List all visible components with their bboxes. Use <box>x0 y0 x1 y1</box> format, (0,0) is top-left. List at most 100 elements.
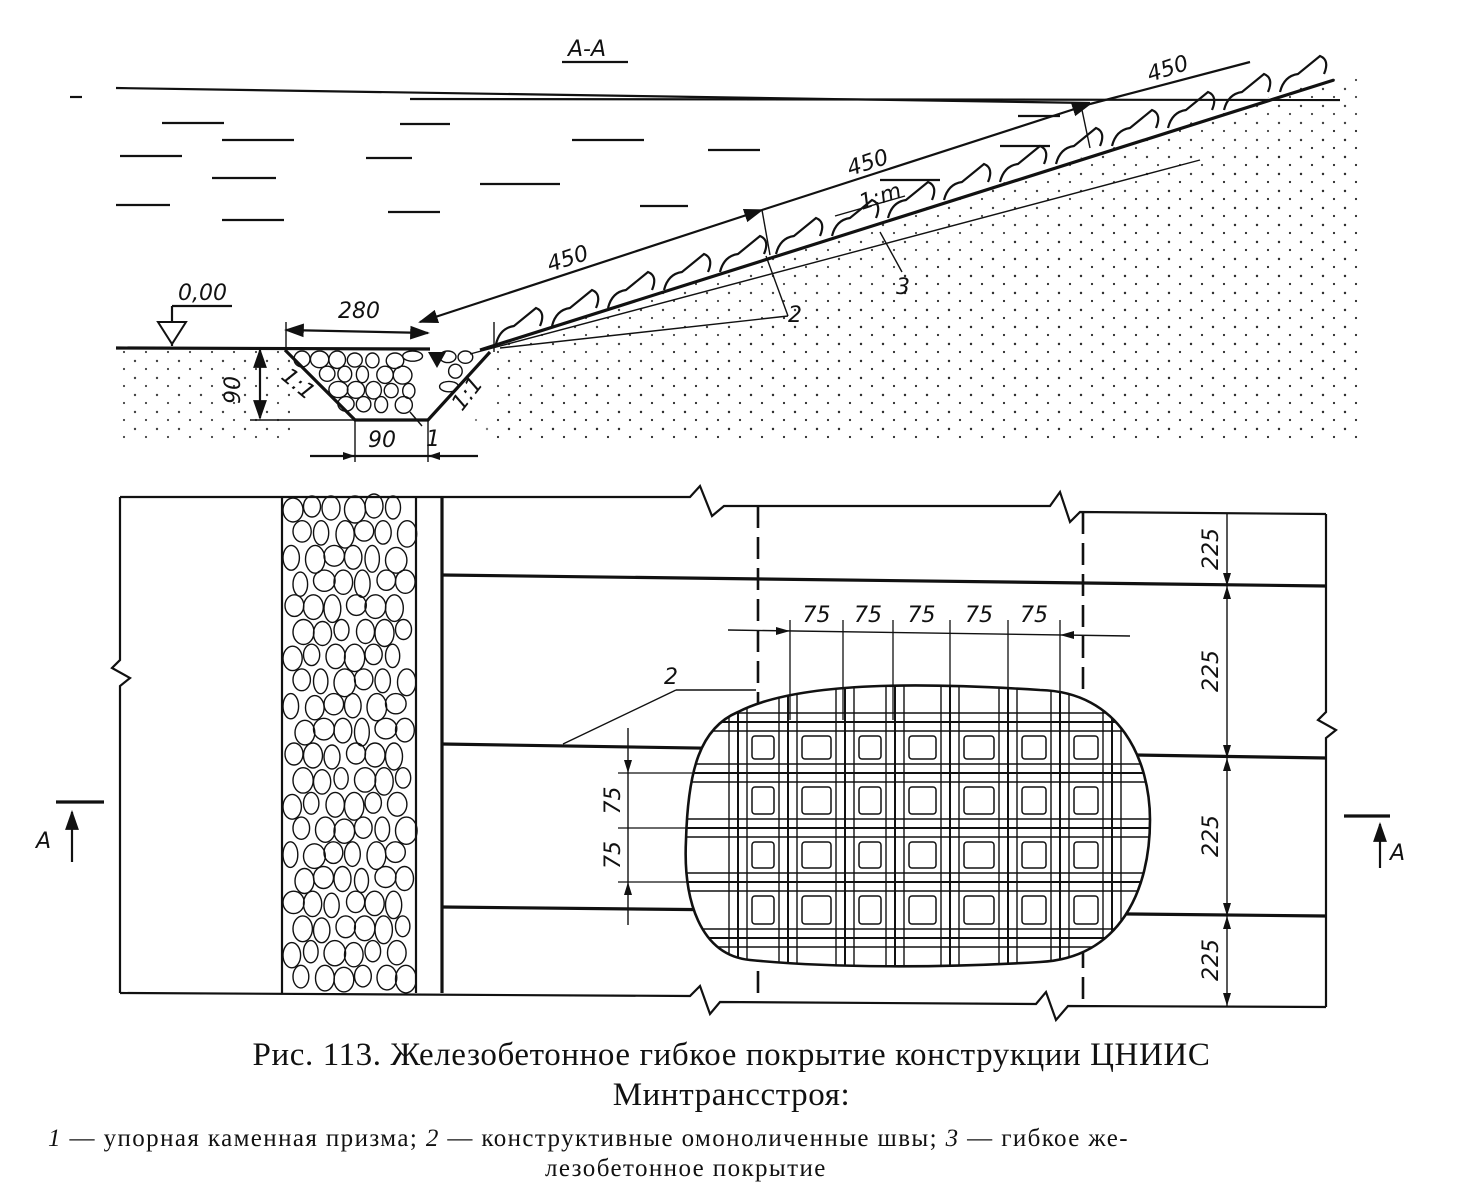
stone <box>343 495 367 524</box>
caption-title-2: Минтрансстроя: <box>612 1077 851 1113</box>
stone <box>333 618 350 642</box>
stone <box>355 365 370 384</box>
reinforcement-grid-lines <box>685 685 1150 967</box>
stone <box>353 520 375 542</box>
revetment-slab <box>1166 90 1216 129</box>
slab-joint-1 <box>441 573 1327 588</box>
stone <box>343 692 362 719</box>
stone <box>325 791 346 818</box>
callout-2: 2 <box>788 303 802 328</box>
stone <box>374 395 389 414</box>
stone <box>302 594 324 621</box>
callout-1: 1 <box>426 427 440 452</box>
stone <box>312 917 331 944</box>
stone <box>282 941 302 969</box>
stone <box>345 742 367 765</box>
stone <box>323 744 341 770</box>
stone <box>312 569 336 593</box>
stone <box>384 495 402 520</box>
stone <box>333 668 357 698</box>
stone <box>343 941 364 968</box>
stone <box>374 618 395 648</box>
plan-bottom-break <box>119 983 1327 1023</box>
stone-strip-stones <box>282 493 418 994</box>
stone <box>292 520 312 543</box>
stone <box>335 915 357 939</box>
stone <box>353 867 370 894</box>
stone <box>374 767 394 796</box>
stone <box>325 643 346 670</box>
stone <box>321 495 341 521</box>
stone <box>314 964 335 992</box>
grid-dim-left: 75 <box>601 841 626 869</box>
revetment-slab <box>1278 54 1328 93</box>
stone <box>302 890 323 918</box>
stone <box>312 717 335 741</box>
stone <box>302 495 322 518</box>
stone <box>284 594 305 618</box>
dim-280-line <box>284 323 430 340</box>
stone <box>282 890 305 915</box>
stone <box>394 865 415 892</box>
stone <box>396 668 417 697</box>
stone-prism-stones <box>293 350 474 415</box>
stone <box>374 668 392 694</box>
stone <box>333 717 353 744</box>
stone <box>385 352 405 370</box>
stone <box>284 742 304 766</box>
stone <box>353 964 372 988</box>
stone <box>328 350 347 370</box>
stone <box>365 380 383 400</box>
stone <box>323 544 346 567</box>
revetment-slab <box>1110 108 1160 147</box>
stone <box>333 767 349 790</box>
stone <box>384 692 407 715</box>
section-mark-left: А <box>34 829 51 854</box>
stone <box>346 352 363 368</box>
stone <box>346 380 366 399</box>
grid-dim-top: 75 <box>854 603 882 628</box>
grid-dim-top: 75 <box>965 603 993 628</box>
right-dim-225: 225 <box>1199 528 1224 570</box>
stone <box>302 939 319 964</box>
dim-90-depth: 90 <box>221 376 246 404</box>
stone <box>366 841 387 871</box>
stone <box>333 818 356 845</box>
dim-280: 280 <box>338 299 380 324</box>
stone <box>384 890 403 920</box>
stone <box>353 816 373 840</box>
stone <box>384 742 404 771</box>
stone <box>353 915 376 942</box>
caption-legend-2: лезобетонное покрытие <box>545 1155 827 1182</box>
dim-450-a: 450 <box>544 241 592 278</box>
dim-90-base: 90 <box>368 428 396 453</box>
revetment-slab <box>942 162 992 201</box>
stone <box>447 363 463 379</box>
stone <box>312 865 335 890</box>
stone <box>402 350 424 362</box>
stone <box>292 668 312 692</box>
stone <box>337 395 355 412</box>
stone <box>333 865 352 893</box>
stone <box>365 352 380 369</box>
stone <box>364 939 382 963</box>
stone <box>312 668 329 695</box>
dim-450-c-line <box>1089 60 1251 106</box>
stone <box>353 569 371 599</box>
water-surface-line <box>115 86 1091 105</box>
stone <box>292 915 314 943</box>
stone <box>394 395 414 415</box>
section-title: А-А <box>566 37 606 62</box>
stone <box>353 668 374 691</box>
stone <box>394 717 415 743</box>
stone <box>282 841 299 869</box>
stone <box>374 915 394 945</box>
stone <box>282 692 300 720</box>
stone <box>374 717 398 740</box>
stone <box>302 643 321 667</box>
revetment-slab <box>1054 126 1104 165</box>
revetment-slab <box>774 216 824 255</box>
stone <box>384 594 404 623</box>
stone <box>364 643 383 666</box>
